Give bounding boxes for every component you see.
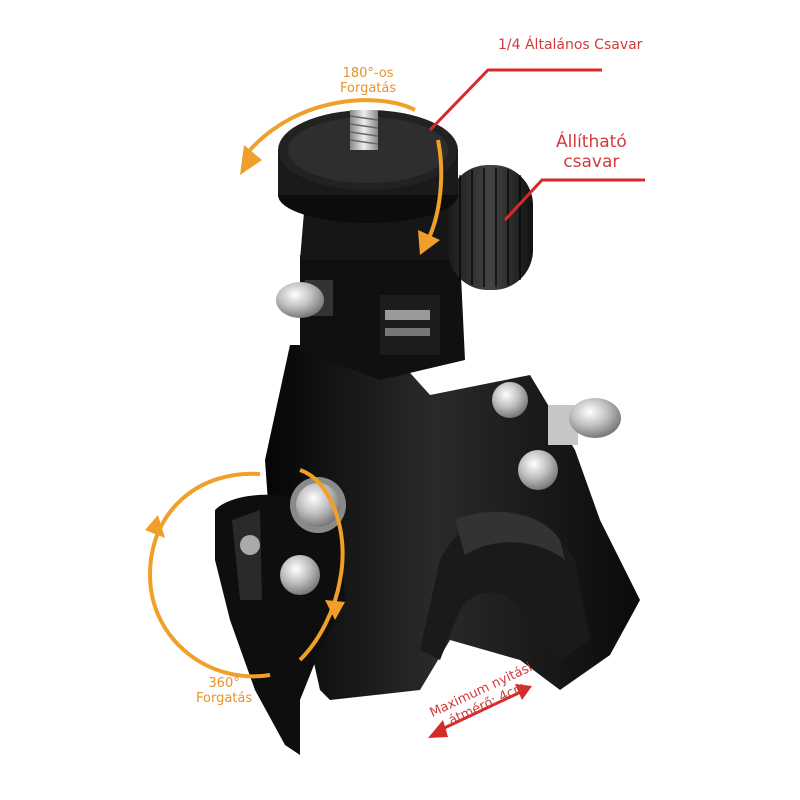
opening-arrowhead-right: [515, 684, 532, 700]
rotate-360-arrowhead-right: [325, 600, 345, 620]
opening-width-arrow: [439, 688, 526, 732]
pivot-bolts: [240, 382, 558, 595]
screw-pointer-line: [428, 68, 602, 132]
rotate-180-label: 180°-os Forgatás: [340, 66, 397, 97]
left-acorn-nut: [276, 280, 333, 318]
opening-arrowhead-left: [428, 720, 448, 738]
adjustable-knob: [448, 165, 533, 290]
adjustable-screw-label-line1: Állítható: [556, 132, 627, 152]
adjustable-screw-label-line2: csavar: [563, 151, 620, 172]
rotate-180-arrow: [248, 98, 444, 241]
screw-label: 1/4 Általános Csavar: [498, 37, 643, 53]
rotate-180-label-line1: 180°-os: [342, 66, 394, 81]
rotate-360-label: 360° Forgatás: [196, 676, 253, 707]
rotate-360-arrow: [147, 468, 345, 679]
rotate-360-label-line1: 360°: [208, 676, 240, 691]
rotate-180-arrowhead-right: [418, 230, 440, 255]
rotate-180-arrowhead-left: [240, 145, 262, 175]
rotate-180-label-line2: Forgatás: [340, 80, 397, 96]
clamp-body: [265, 345, 640, 700]
quarter-inch-screw: [349, 110, 379, 150]
rotate-360-arrowhead-left: [145, 515, 165, 538]
adjustable-screw-label: Állítható csavar: [556, 132, 627, 172]
right-acorn-nut: [548, 398, 621, 445]
knob-pointer-line: [503, 178, 645, 222]
rotate-360-label-line2: Forgatás: [196, 690, 253, 706]
